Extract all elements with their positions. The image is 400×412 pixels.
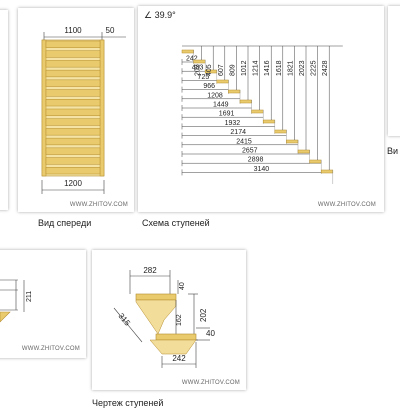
rise-dim-label: 1012 bbox=[241, 60, 248, 76]
run-dim-label: 966 bbox=[203, 83, 215, 90]
front-tread bbox=[45, 89, 101, 97]
rise-dim-label: 1416 bbox=[264, 60, 271, 76]
lower-stringer bbox=[149, 339, 197, 355]
scheme-tread bbox=[181, 49, 194, 54]
caption-front-view[interactable]: Вид спереди bbox=[38, 218, 92, 228]
scheme-tread bbox=[297, 149, 310, 154]
run-dim-label: 1691 bbox=[219, 111, 235, 118]
image-card-front-view[interactable]: 1100 50 1200 WWW.ZHITOV.COM bbox=[18, 8, 134, 212]
rise-dim-label: 405 bbox=[206, 64, 213, 76]
front-side-label: 50 bbox=[106, 26, 115, 35]
run-dim-label: 725 bbox=[198, 74, 210, 81]
caption-steps-scheme[interactable]: Схема ступеней bbox=[142, 218, 210, 228]
lower-tread bbox=[155, 333, 197, 341]
front-stringer-right bbox=[99, 39, 105, 177]
run-dim-label: 483 bbox=[192, 65, 204, 72]
run-dim-label: 1932 bbox=[225, 120, 241, 127]
rise-dim-label: 2225 bbox=[311, 60, 318, 76]
scheme-tread bbox=[239, 99, 252, 104]
image-card-partial-right[interactable] bbox=[388, 6, 400, 136]
rise-dim-label: 1821 bbox=[287, 60, 294, 76]
front-tread bbox=[45, 69, 101, 78]
front-bottom-width-label: 1200 bbox=[64, 179, 82, 188]
front-tread bbox=[45, 118, 101, 126]
rise-dim-label: 809 bbox=[229, 64, 236, 76]
rise-dim-label: 2023 bbox=[299, 60, 306, 76]
image-card-partial-left-bottom[interactable]: 211 WWW.ZHITOV.COM bbox=[0, 250, 86, 358]
step-bottom-label: 242 bbox=[172, 354, 186, 363]
front-tread bbox=[45, 128, 101, 136]
watermark: WWW.ZHITOV.COM bbox=[181, 380, 240, 386]
run-dim-label: 2657 bbox=[242, 148, 258, 155]
scheme-tread bbox=[274, 129, 287, 134]
front-tread bbox=[45, 157, 101, 165]
rise-dim-label: 202 bbox=[195, 64, 202, 76]
run-dim-label: 242 bbox=[186, 56, 198, 63]
front-stringer-left bbox=[41, 39, 47, 177]
scheme-tread bbox=[193, 59, 206, 64]
front-top-width-label: 1100 bbox=[64, 26, 82, 35]
rise-dim-label: 1618 bbox=[276, 60, 283, 76]
upper-tread bbox=[135, 293, 177, 301]
steps-scheme-drawing: 242 483 725 966 1208 1449 1691 1932 2174 2415 2657… bbox=[181, 45, 343, 184]
scheme-tread bbox=[286, 139, 299, 144]
scheme-tread bbox=[216, 79, 229, 84]
image-card-steps-scheme[interactable]: ∠ 39.9° 242 483 725 966 1208 1449 1691 1932 2174… bbox=[138, 6, 384, 212]
run-dim-label: 2898 bbox=[248, 157, 264, 164]
watermark: WWW.ZHITOV.COM bbox=[317, 202, 376, 208]
run-dim-label: 2174 bbox=[230, 129, 246, 136]
scheme-tread bbox=[251, 109, 264, 114]
run-dim-label: 1449 bbox=[213, 102, 229, 109]
front-tread bbox=[45, 40, 101, 48]
front-tread bbox=[45, 147, 101, 155]
front-tread bbox=[45, 60, 101, 68]
step-h3-label: 202 bbox=[199, 308, 208, 322]
scheme-tread bbox=[309, 159, 322, 164]
angle-label: ∠ 39.9° bbox=[144, 10, 176, 20]
partial-dim-label: 211 bbox=[26, 291, 33, 302]
watermark: WWW.ZHITOV.COM bbox=[69, 202, 128, 208]
front-tread bbox=[45, 79, 101, 87]
step-h1-label: 40 bbox=[179, 282, 186, 290]
image-card-partial-left-top[interactable] bbox=[0, 10, 8, 210]
run-dim-label: 3140 bbox=[254, 166, 270, 173]
front-stair-body bbox=[41, 39, 105, 177]
scheme-tread bbox=[228, 89, 241, 94]
scheme-tread bbox=[262, 119, 276, 124]
rise-dim-label: 607 bbox=[218, 64, 225, 76]
stringer bbox=[135, 299, 177, 335]
scheme-tread bbox=[320, 169, 334, 174]
image-card-step-drawing[interactable]: 282 40 162 202 315 40 242 WWW.ZHITOV.COM bbox=[92, 250, 246, 390]
front-tread bbox=[45, 137, 101, 146]
front-tread bbox=[45, 108, 101, 116]
watermark: WWW.ZHITOV.COM bbox=[21, 346, 80, 352]
step-h2-label: 162 bbox=[176, 314, 183, 326]
front-tread bbox=[45, 50, 101, 58]
caption-partial-right[interactable]: Ви bbox=[387, 146, 399, 156]
partial-drawing: 211 bbox=[0, 279, 33, 323]
run-dim-label: 2415 bbox=[236, 138, 252, 145]
front-tread bbox=[45, 99, 101, 107]
caption-step-drawing[interactable]: Чертеж ступеней bbox=[92, 398, 164, 408]
front-view-drawing: 1100 50 1200 bbox=[41, 26, 126, 194]
front-tread bbox=[45, 167, 101, 175]
step-h4-label: 40 bbox=[206, 329, 215, 338]
step-drawing: 282 40 162 202 315 40 242 bbox=[113, 266, 215, 368]
rise-dim-label: 1214 bbox=[253, 60, 260, 76]
step-top-label: 282 bbox=[143, 266, 157, 275]
run-dim-label: 1208 bbox=[207, 92, 223, 99]
rise-dim-label: 2428 bbox=[322, 60, 329, 76]
